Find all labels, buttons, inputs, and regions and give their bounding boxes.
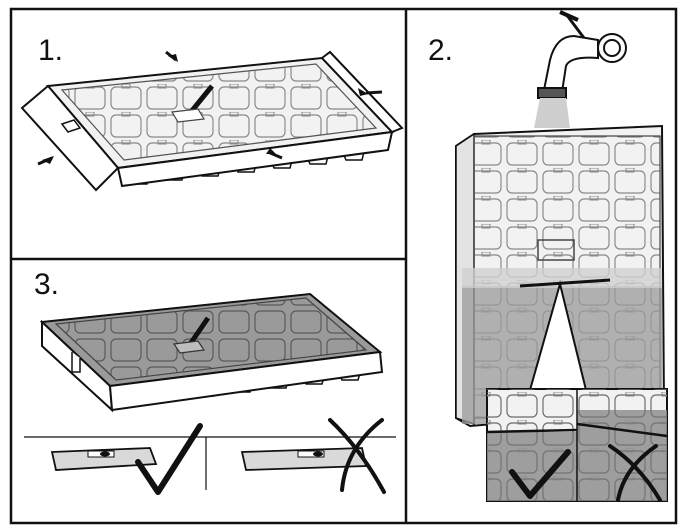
check-mark-icon bbox=[135, 423, 203, 495]
tray-level-correct bbox=[50, 447, 158, 471]
cross-mark-icon bbox=[328, 418, 386, 494]
ice-tray-filled bbox=[39, 292, 384, 413]
panel-frames bbox=[9, 7, 678, 525]
panel-step-1 bbox=[20, 50, 404, 192]
tray-level-incorrect bbox=[240, 447, 368, 471]
step-label-1: 1. bbox=[38, 34, 64, 67]
cross-mark-icon bbox=[608, 444, 662, 502]
panel-step-2 bbox=[455, 10, 668, 502]
press-arrow-icon bbox=[37, 50, 383, 166]
panel-step-3 bbox=[24, 292, 396, 495]
check-mark-icon bbox=[509, 449, 571, 499]
water-stream bbox=[534, 98, 570, 128]
ice-tray-open-frame bbox=[20, 50, 404, 192]
step-label-2: 2. bbox=[428, 34, 454, 67]
water-level-detail-inset bbox=[486, 388, 668, 502]
step-label-3: 3. bbox=[34, 268, 60, 301]
water-tap-icon bbox=[537, 10, 627, 99]
